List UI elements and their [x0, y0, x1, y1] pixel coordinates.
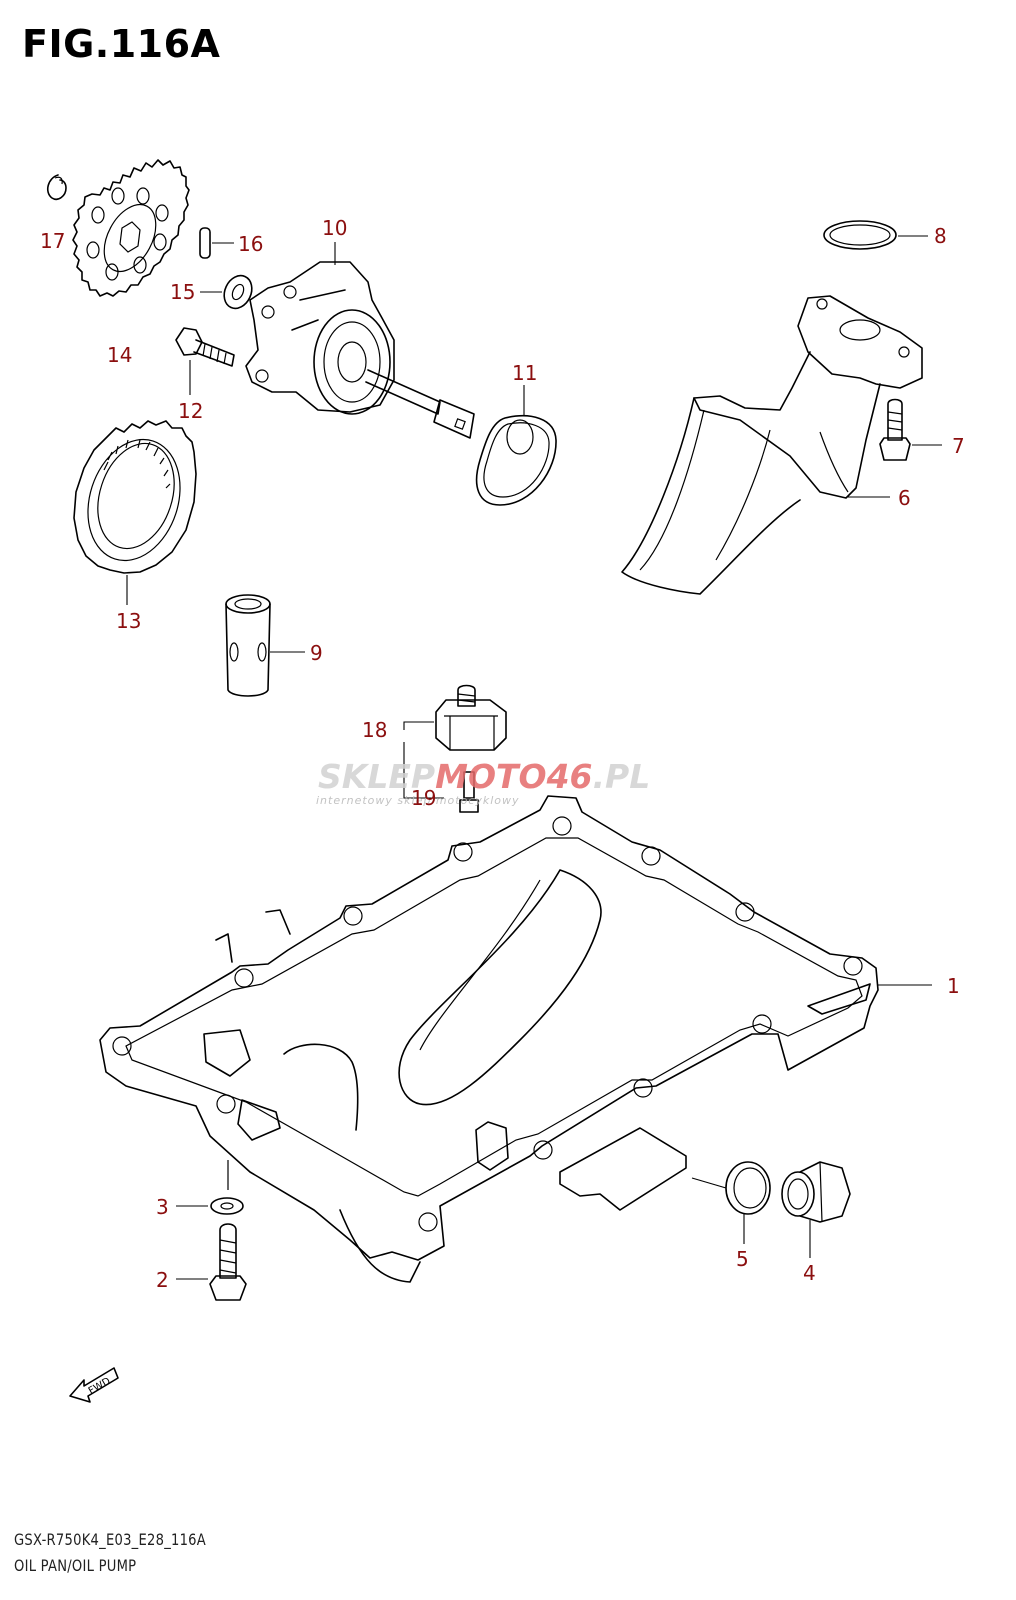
part-15-washer [200, 274, 253, 310]
callout-1: 1 [947, 974, 960, 998]
callout-12: 12 [178, 399, 203, 423]
part-8-o-ring [823, 220, 928, 250]
part-1-oil-pan [99, 795, 932, 1283]
callout-6: 6 [898, 486, 911, 510]
callout-15: 15 [170, 280, 195, 304]
callout-2: 2 [156, 1268, 169, 1292]
figure-code: GSX-R750K4_E03_E28_116A [14, 1530, 207, 1549]
callout-16: 16 [238, 232, 263, 256]
callout-13: 13 [116, 609, 141, 633]
callout-11: 11 [512, 361, 537, 385]
watermark-brand-1: SKLEP [318, 757, 435, 796]
callout-18: 18 [362, 718, 387, 742]
part-2-bolt [176, 1223, 247, 1301]
callout-7: 7 [952, 434, 965, 458]
part-4-drain-plug [781, 1161, 851, 1258]
part-19-screw [459, 771, 479, 813]
callout-17: 17 [40, 229, 65, 253]
part-3-washer [176, 1160, 244, 1215]
callout-labels: 1 2 3 4 5 6 7 8 9 10 11 12 13 14 15 16 1… [40, 216, 965, 1292]
part-12-bolt [175, 327, 235, 395]
callout-10: 10 [322, 216, 347, 240]
watermark-brand-3: 46 [546, 757, 593, 796]
callout-14: 14 [107, 343, 132, 367]
callout-4: 4 [803, 1261, 816, 1285]
callout-5: 5 [736, 1247, 749, 1271]
part-18-oil-pressure-switch [403, 684, 507, 799]
svg-text:SKLEPMOTO46.PL: SKLEPMOTO46.PL [318, 757, 650, 796]
figure-title: FIG.116A [22, 22, 221, 66]
watermark-brand-4: .PL [593, 757, 651, 796]
part-13-gear [73, 420, 197, 605]
figure-name: OIL PAN/OIL PUMP [14, 1556, 137, 1575]
callout-19: 19 [411, 786, 436, 810]
part-7-bolt [879, 398, 942, 461]
fwd-arrow: FWD [69, 1367, 119, 1403]
callout-3: 3 [156, 1195, 169, 1219]
part-6-oil-strainer [621, 295, 923, 595]
part-5-gasket [691, 1161, 771, 1244]
watermark: SKLEPMOTO46.PL internetowy sklep motocyk… [316, 757, 650, 807]
part-9-sleeve [225, 594, 305, 697]
part-10-oil-pump [245, 242, 475, 439]
watermark-brand-2: MOTO [435, 757, 546, 796]
part-17-circlip [46, 174, 67, 201]
watermark-tagline: internetowy sklep motocyklowy [316, 794, 520, 807]
callout-9: 9 [310, 641, 323, 665]
part-11-gasket [475, 385, 557, 506]
callout-8: 8 [934, 224, 947, 248]
part-14-sprocket [72, 159, 190, 297]
fwd-label: FWD [87, 1376, 113, 1397]
part-16-pin [199, 227, 234, 259]
